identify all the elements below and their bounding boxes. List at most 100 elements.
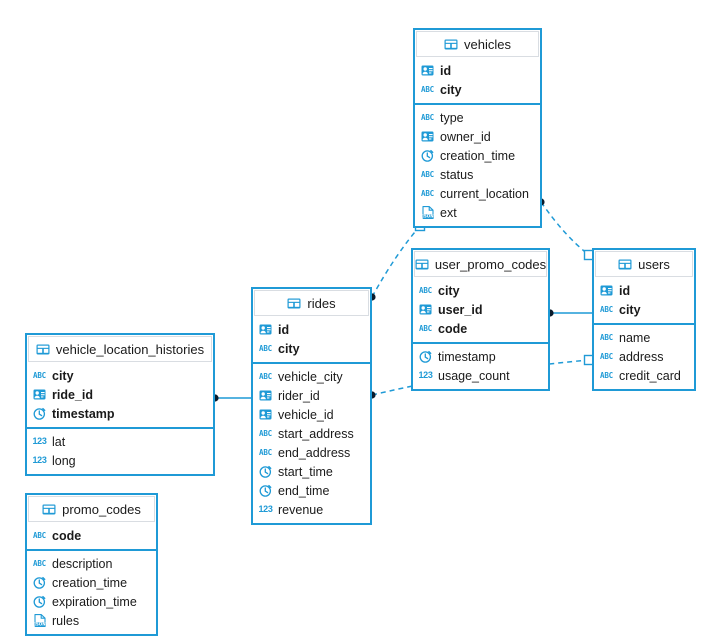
column-label: end_time xyxy=(278,483,330,498)
column-row[interactable]: creation_time xyxy=(27,573,156,592)
column-label: city xyxy=(438,283,460,298)
column-row[interactable]: owner_id xyxy=(415,127,540,146)
abc-string-icon: ABC xyxy=(600,351,613,361)
abc-string-icon: ABC xyxy=(600,332,613,342)
column-row[interactable]: ABC status xyxy=(415,165,540,184)
svg-text:JSON: JSON xyxy=(422,214,434,219)
abc-string-icon: ABC xyxy=(259,371,272,381)
column-row[interactable]: ABC type xyxy=(415,108,540,127)
column-label: timestamp xyxy=(438,349,496,364)
clock-icon xyxy=(418,350,433,363)
column-row[interactable]: 123 lat xyxy=(27,432,213,451)
clock-icon xyxy=(32,595,47,608)
column-row-primary-key[interactable]: user_id xyxy=(413,300,548,319)
abc-string-icon: ABC xyxy=(600,304,613,314)
column-label: user_id xyxy=(438,302,483,317)
number-123-icon: 123 xyxy=(32,436,47,446)
abc-string-icon: ABC xyxy=(33,530,46,540)
column-row-primary-key[interactable]: id xyxy=(594,281,694,300)
column-label: lat xyxy=(52,434,66,449)
abc-string-icon: ABC xyxy=(421,112,434,122)
column-label: id xyxy=(619,283,631,298)
column-label: rider_id xyxy=(278,388,320,403)
column-label: start_address xyxy=(278,426,354,441)
uuid-key-icon xyxy=(418,303,433,316)
column-label: ride_id xyxy=(52,387,93,402)
abc-string-icon: ABC xyxy=(259,447,272,457)
column-row[interactable]: rider_id xyxy=(253,386,370,405)
column-label: type xyxy=(440,110,464,125)
uuid-key-icon xyxy=(32,388,47,401)
table-header-vehicles[interactable]: vehicles xyxy=(416,31,539,57)
column-row[interactable]: timestamp xyxy=(413,347,548,366)
abc-string-icon: ABC xyxy=(421,169,434,179)
column-row[interactable]: end_time xyxy=(253,481,370,500)
clock-icon xyxy=(32,576,47,589)
column-label: code xyxy=(438,321,468,336)
table-header-promo_codes[interactable]: promo_codes xyxy=(28,496,155,522)
table-header-users[interactable]: users xyxy=(595,251,693,277)
column-row[interactable]: expiration_time xyxy=(27,592,156,611)
table-header-user_promo_codes[interactable]: user_promo_codes xyxy=(414,251,547,277)
column-label: city xyxy=(619,302,641,317)
column-label: long xyxy=(52,453,76,468)
table-header-vehicle_location_histories[interactable]: vehicle_location_histories xyxy=(28,336,212,362)
table-grid-icon xyxy=(415,259,429,270)
column-label: credit_card xyxy=(619,368,681,383)
column-label: ext xyxy=(440,205,457,220)
column-label: rules xyxy=(52,613,80,628)
column-label: owner_id xyxy=(440,129,491,144)
column-row[interactable]: JSON ext xyxy=(415,203,540,222)
column-label: city xyxy=(278,341,300,356)
abc-string-icon: ABC xyxy=(33,558,46,568)
column-row[interactable]: creation_time xyxy=(415,146,540,165)
column-label: creation_time xyxy=(440,148,516,163)
column-row-primary-key[interactable]: ABC city xyxy=(594,300,694,319)
column-label: usage_count xyxy=(438,368,510,383)
json-file-icon: JSON xyxy=(420,206,435,219)
table-title: rides xyxy=(307,295,336,311)
column-row-primary-key[interactable]: id xyxy=(415,61,540,80)
column-row-primary-key[interactable]: timestamp xyxy=(27,404,213,423)
clock-icon xyxy=(32,407,47,420)
column-label: end_address xyxy=(278,445,351,460)
column-row[interactable]: vehicle_id xyxy=(253,405,370,424)
relationship-vehicle-location-histories-to-rides xyxy=(211,394,251,402)
table-grid-icon xyxy=(36,344,50,355)
column-row-primary-key[interactable]: id xyxy=(253,320,370,339)
column-label: id xyxy=(440,63,452,78)
column-row[interactable]: start_time xyxy=(253,462,370,481)
uuid-key-icon xyxy=(420,130,435,143)
column-label: status xyxy=(440,167,474,182)
table-header-rides[interactable]: rides xyxy=(254,290,369,316)
column-row[interactable]: ABC end_address xyxy=(253,443,370,462)
column-row-primary-key[interactable]: ride_id xyxy=(27,385,213,404)
